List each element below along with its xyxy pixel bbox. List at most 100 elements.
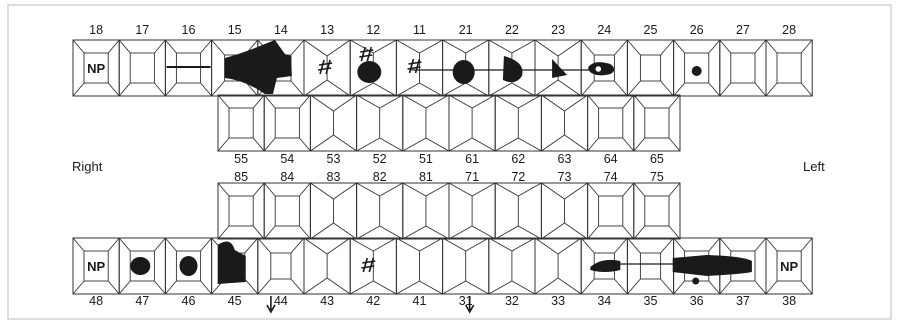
surface-line [535,238,558,254]
tooth-number-label: 74 [604,170,618,184]
tooth-71[interactable] [449,183,495,239]
tooth-82[interactable] [357,183,403,239]
tooth-17[interactable] [119,40,165,96]
right-side-label: Right [72,159,103,174]
tooth-number-label: 21 [459,23,473,37]
occlusal-surface [275,108,299,138]
surface-line [108,40,119,53]
surface-line [634,138,645,151]
tooth-number-label: 17 [135,23,149,37]
surface-line [264,138,275,151]
surface-line [518,226,541,239]
tooth-35[interactable] [627,238,673,294]
occlusal-surface [731,53,755,83]
surface-line [310,183,333,199]
surface-line [119,281,130,294]
tooth-27[interactable] [720,40,766,96]
surface-line [396,83,419,96]
tooth-44[interactable] [258,238,304,294]
filling-mark [692,66,702,76]
surface-line [495,226,518,239]
surface-line [512,83,535,96]
surface-line [449,138,472,151]
tooth-73[interactable] [541,183,587,239]
surface-line [396,40,419,53]
tooth-52[interactable] [357,95,403,151]
tooth-11[interactable] [396,40,442,96]
tooth-number-label: 52 [373,152,387,166]
tooth-number-label: 14 [274,23,288,37]
tooth-number-label: 83 [327,170,341,184]
tooth-54[interactable] [264,95,310,151]
surface-line [212,40,225,55]
surface-line [380,183,403,196]
surface-line [357,138,380,151]
surface-line [304,278,327,294]
filling-mark [552,59,567,78]
surface-line [73,281,84,294]
extraction-mark [408,67,421,69]
tooth-number-label: 34 [597,294,611,308]
tooth-number-label: 81 [419,170,433,184]
tooth-62[interactable] [495,95,541,151]
tooth-28[interactable] [766,40,812,96]
tooth-43[interactable] [304,238,350,294]
surface-line [766,40,777,53]
surface-line [426,95,449,108]
tooth-75[interactable] [634,183,680,239]
surface-line [310,223,333,239]
surface-line [535,80,558,96]
tooth-83[interactable] [310,183,356,239]
surface-line [623,183,634,196]
tooth-53[interactable] [310,95,356,151]
surface-line [108,238,119,251]
tooth-number-label: 63 [558,152,572,166]
surface-line [310,95,333,111]
tooth-number-label: 26 [690,23,704,37]
surface-line [350,281,373,294]
surface-line [614,238,627,253]
tooth-number-label: 32 [505,294,519,308]
tooth-number-label: 46 [182,294,196,308]
tooth-74[interactable] [588,183,634,239]
surface-line [588,95,599,108]
surface-line [165,83,176,96]
tooth-31[interactable] [443,238,489,294]
tooth-55[interactable] [218,95,264,151]
surface-line [327,238,350,254]
tooth-32[interactable] [489,238,535,294]
tooth-63[interactable] [541,95,587,151]
tooth-number-label: 85 [234,170,248,184]
tooth-64[interactable] [588,95,634,151]
tooth-33[interactable] [535,238,581,294]
tooth-number-label: 84 [280,170,294,184]
tooth-number-label: 48 [89,294,103,308]
tooth-72[interactable] [495,183,541,239]
tooth-41[interactable] [396,238,442,294]
surface-line [634,226,645,239]
surface-line [623,95,634,108]
surface-line [472,226,495,239]
tooth-61[interactable] [449,95,495,151]
surface-line [373,238,396,251]
surface-line [380,95,403,108]
surface-line [357,226,380,239]
surface-line [558,278,581,294]
surface-line [165,281,176,294]
tooth-51[interactable] [403,95,449,151]
surface-line [327,80,350,96]
surface-line [489,238,512,251]
surface-line [154,83,165,96]
tooth-number-label: 22 [505,23,519,37]
surface-line [661,81,674,96]
tooth-85[interactable] [218,183,264,239]
tooth-25[interactable] [627,40,673,96]
surface-line [420,83,443,96]
surface-line [154,238,165,251]
surface-line [466,281,489,294]
tooth-81[interactable] [403,183,449,239]
surface-line [581,81,594,96]
tooth-84[interactable] [264,183,310,239]
tooth-65[interactable] [634,95,680,151]
tooth-number-label: 13 [320,23,334,37]
